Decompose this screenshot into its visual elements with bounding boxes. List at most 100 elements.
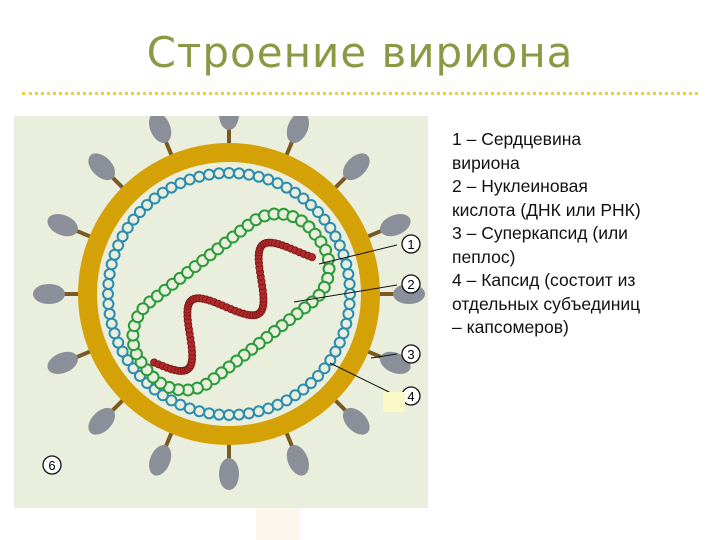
capsomere <box>141 198 154 211</box>
capsomere <box>242 407 255 420</box>
capsomere <box>105 258 118 271</box>
highlight-patch <box>383 392 405 412</box>
capsomere <box>183 173 196 186</box>
legend-line: вириона <box>452 152 520 173</box>
capsomere <box>280 181 293 194</box>
capsomere <box>252 405 265 418</box>
capsomere <box>121 354 134 367</box>
capsomere <box>193 405 206 418</box>
callout-line-1 <box>318 244 398 265</box>
capsomere <box>102 278 115 291</box>
capsomere <box>232 408 245 421</box>
legend-line: 2 – Нуклеиновая <box>452 176 588 196</box>
capsomere <box>165 394 178 407</box>
legend: 1 – Сердцевина вириона 2 – Нуклеиновая к… <box>452 128 702 340</box>
part-marker-label: 6 <box>48 458 55 473</box>
slide-title: Строение вириона <box>146 28 574 77</box>
capsomere <box>304 198 317 211</box>
callout-line-4 <box>329 362 398 397</box>
capsomere <box>105 317 118 330</box>
spike-head <box>47 214 78 237</box>
capsomere <box>133 206 146 219</box>
capsomere <box>213 167 226 180</box>
capsomere <box>203 168 216 181</box>
capsomere <box>148 192 161 205</box>
capsomere <box>297 192 310 205</box>
capsomere <box>340 317 353 330</box>
spike-head <box>219 458 239 490</box>
capsomere <box>242 168 255 181</box>
spike-head <box>88 153 116 181</box>
capsomere <box>116 230 129 243</box>
capsomere <box>232 167 245 180</box>
spike-head <box>33 284 65 304</box>
legend-line: пеплос) <box>452 246 516 267</box>
capsomere <box>344 288 356 300</box>
part-marker-6 <box>42 455 62 475</box>
spike-head <box>286 116 309 143</box>
spike-head <box>47 351 78 374</box>
capsomere <box>289 389 302 402</box>
spike-head <box>342 407 370 435</box>
legend-line: 3 – Суперкапсид (или <box>452 223 628 243</box>
capsomere <box>289 186 302 199</box>
callout-label-3: 3 <box>407 347 414 362</box>
capsomere <box>103 307 116 320</box>
capsomere <box>318 362 331 375</box>
capsomere <box>324 221 337 234</box>
capsomere <box>127 213 140 226</box>
capsomere <box>156 389 169 402</box>
callouts-group: 1 2 3 4 6 <box>42 234 421 475</box>
spike-head <box>380 214 411 237</box>
virion-svg: 1 2 3 4 6 <box>33 116 425 490</box>
legend-line: кислота (ДНК или РНК) <box>452 199 641 220</box>
spike-head <box>149 445 172 476</box>
nucleic-acid-bead <box>307 253 316 262</box>
legend-line: 1 – Сердцевина <box>452 129 582 149</box>
callout-line-2 <box>293 284 398 303</box>
capsomere <box>102 297 115 310</box>
spike-head <box>342 153 370 181</box>
capsomere <box>103 268 116 281</box>
callout-label-4: 4 <box>407 389 414 404</box>
callout-marker-3 <box>401 344 421 364</box>
capsomere <box>318 213 331 226</box>
capsomere <box>342 268 355 281</box>
capsomere <box>213 408 226 421</box>
callout-marker-1 <box>401 234 421 254</box>
legend-line: – капсомеров) <box>452 317 569 337</box>
capsomere <box>203 407 216 420</box>
virion-interior <box>97 162 361 426</box>
nucleic-acid-chain <box>150 238 316 375</box>
capsomere <box>312 369 325 382</box>
spike-head <box>286 445 309 476</box>
capsomere <box>193 170 206 183</box>
capsomere <box>252 170 265 183</box>
virion-diagram: 1 2 3 4 6 <box>14 116 428 508</box>
nucleoprotein-chain <box>126 207 336 397</box>
capsomere <box>304 377 317 390</box>
callout-line-3 <box>370 353 398 359</box>
capsomere <box>108 327 121 340</box>
capsomere <box>223 167 235 179</box>
callout-label-2: 2 <box>407 277 414 292</box>
capsomere <box>297 383 310 396</box>
capsomere <box>262 402 275 415</box>
capsomere <box>343 297 356 310</box>
callout-label-1: 1 <box>407 237 414 252</box>
callout-marker-2 <box>401 274 421 294</box>
background-patch <box>256 508 300 540</box>
capsomere <box>102 288 114 300</box>
capsomere <box>340 258 353 271</box>
legend-line: отдельных субъединиц <box>452 293 641 314</box>
title-divider <box>22 92 698 95</box>
spike-head <box>219 116 239 130</box>
capsomere <box>223 409 235 421</box>
capsomere <box>312 206 325 219</box>
spike-head <box>88 407 116 435</box>
nucleoprotein-bead <box>136 302 150 316</box>
capsomere <box>156 186 169 199</box>
capsomere <box>342 307 355 320</box>
spike-head <box>149 116 172 143</box>
capsomere <box>121 221 134 234</box>
